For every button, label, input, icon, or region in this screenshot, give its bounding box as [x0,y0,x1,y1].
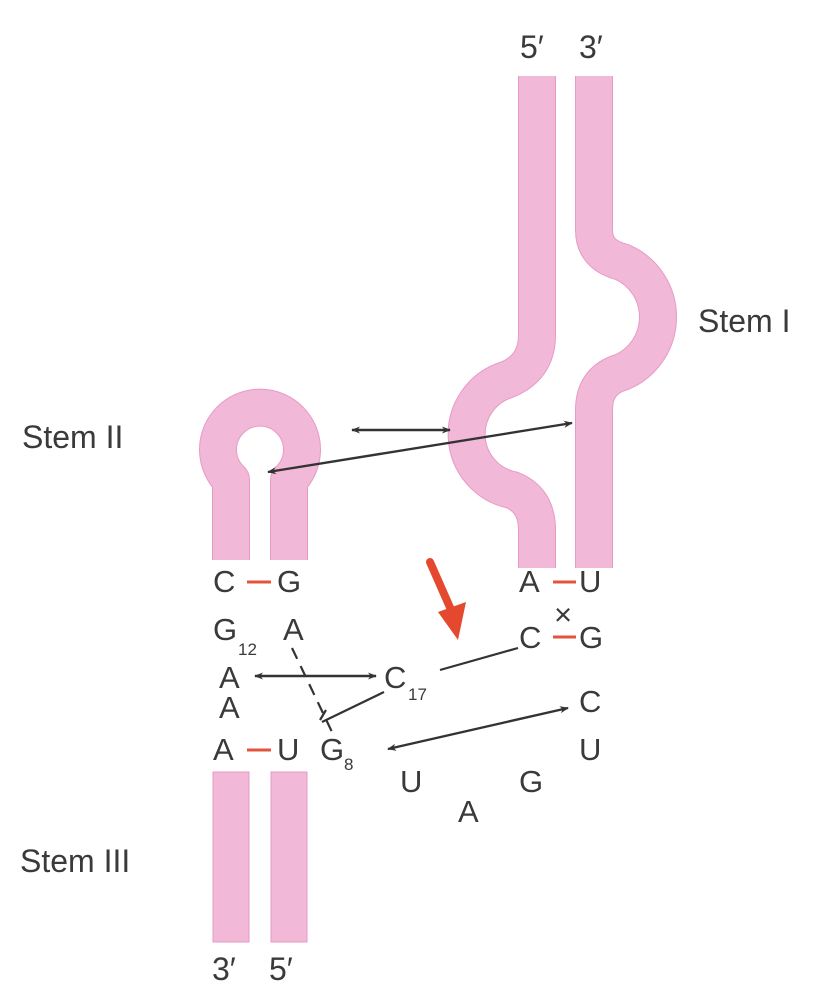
base-c-right: C [579,684,601,719]
base-u-loop: U [400,764,422,799]
base-c17-number: 17 [408,685,427,704]
base-g-loop: G [519,764,543,799]
base-a-left-3: A [213,732,234,767]
stem2-label: Stem II [22,419,123,455]
stem1-label: Stem I [698,303,790,339]
stem3-strands [213,772,307,942]
base-g-stem2: G [277,564,301,599]
base-a-right: A [283,612,304,647]
bottom-3prime-label: 3′ [212,951,236,987]
base-c17: C [384,660,406,695]
base-g12: G [213,612,237,647]
g8-c-interaction-arrow [388,708,568,749]
base-a-left-2: A [219,690,240,725]
mismatch-cross: × [554,597,572,632]
base-a-loop: A [458,794,479,829]
c17-c-backbone-line [440,648,518,670]
base-u-right: U [579,732,601,767]
base-g8-number: 8 [344,755,353,774]
base-a-stem1: A [519,564,540,599]
base-u-stem3: U [277,732,299,767]
top-3prime-label: 3′ [579,29,603,65]
base-c-stem1: C [519,620,541,655]
top-5prime-label: 5′ [520,29,544,65]
bottom-5prime-label: 5′ [269,951,293,987]
base-g8: G [320,732,344,767]
stem3-label: Stem III [20,843,130,879]
base-u-stem1: U [579,564,601,599]
stem1-strand-5prime [467,76,537,568]
cleavage-site-arrow [430,562,466,640]
base-c-stem2: C [213,564,235,599]
base-g-stem1: G [579,620,603,655]
base-g12-number: 12 [238,640,257,659]
stem1-strand-3prime [594,76,658,568]
c17-g8-line [322,692,384,722]
stem2-hairpin [218,408,302,560]
